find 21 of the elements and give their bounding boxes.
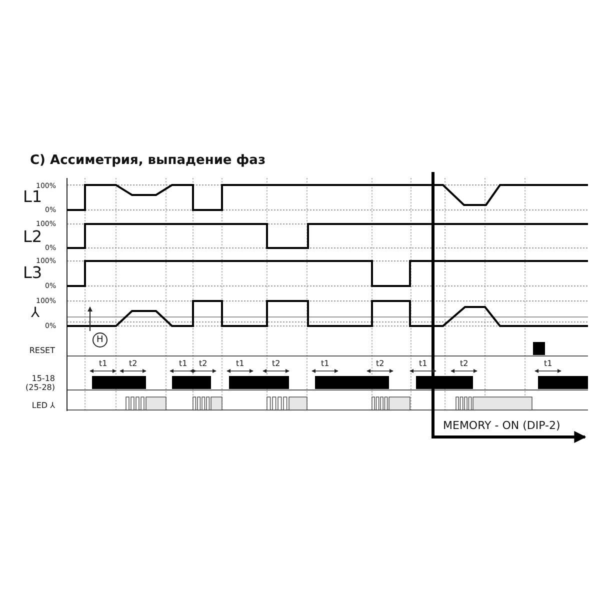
- channel-label: L2: [23, 229, 42, 245]
- time-label: t2: [376, 360, 384, 368]
- time-label: t2: [272, 360, 280, 368]
- time-label: t2: [460, 360, 468, 368]
- asymmetry-symbol: ⅄: [31, 306, 40, 320]
- time-label: t2: [199, 360, 208, 368]
- row-label: RESET: [28, 346, 55, 356]
- channel-label: L3: [23, 265, 42, 281]
- mode-label: MEMORY - ON (DIP-2): [443, 420, 560, 430]
- time-label: t1: [179, 360, 188, 368]
- row-label: LED ⅄: [30, 401, 55, 411]
- time-label: t1: [321, 360, 330, 368]
- time-label: t1: [236, 360, 244, 368]
- row-label: 15-18 (25-28): [24, 374, 55, 393]
- channel-label: L1: [23, 189, 42, 205]
- diagram-title: C) Ассиметрия, выпадение фаз: [30, 154, 266, 166]
- time-label: t1: [419, 360, 428, 368]
- time-label: t1: [544, 360, 552, 368]
- marker-letter: H: [96, 336, 104, 344]
- time-label: t1: [99, 360, 108, 368]
- time-label: t2: [129, 360, 138, 368]
